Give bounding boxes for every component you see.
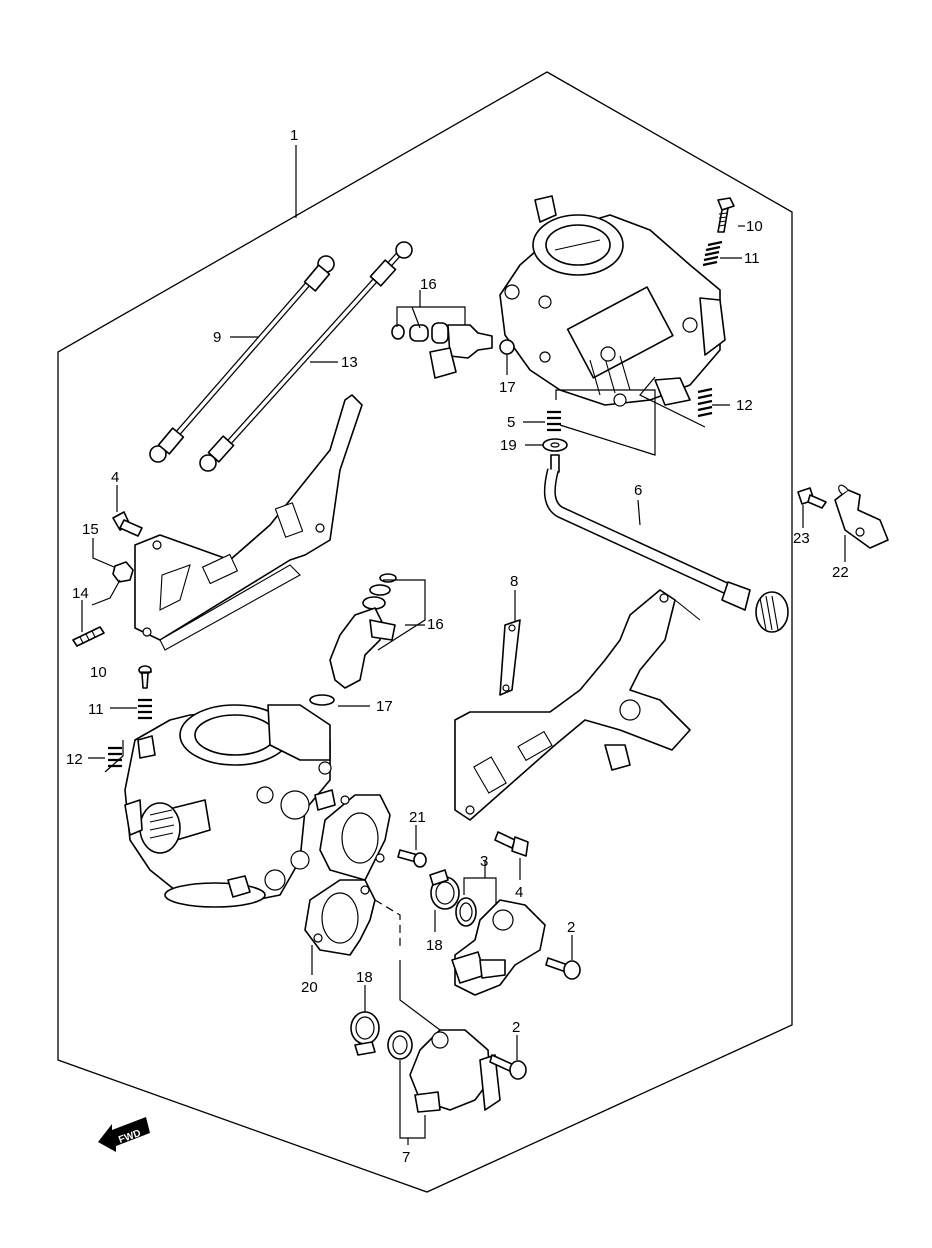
throttle-body-upper <box>499 195 726 407</box>
callout-2: 2 <box>567 919 575 936</box>
o-ring-17-upper <box>499 339 515 355</box>
sensor-lower <box>409 1029 501 1113</box>
callout-22: 22 <box>832 564 849 581</box>
gasket-20 <box>304 879 376 956</box>
clamp-18-lower <box>350 1011 380 1056</box>
bolt-2-upper <box>545 957 581 980</box>
callout-labels: 1 10 11 16 9 13 17 12 5 19 6 4 15 14 23 … <box>66 127 849 1166</box>
injector-16-lower <box>329 573 397 689</box>
callout-10-lower: 10 <box>90 664 107 681</box>
callout-6: 6 <box>634 482 642 499</box>
callout-19: 19 <box>500 437 517 454</box>
bolt-21 <box>397 849 427 868</box>
hose-6 <box>543 454 789 633</box>
injector-16-upper <box>391 322 493 379</box>
callout-21: 21 <box>409 809 426 826</box>
callout-8: 8 <box>510 573 518 590</box>
bracket-left <box>134 394 363 651</box>
callout-3: 3 <box>480 853 488 870</box>
o-ring-17-lower <box>309 694 335 706</box>
callout-11: 11 <box>744 250 760 267</box>
callout-18-lower: 18 <box>356 969 373 986</box>
callout-1: 1 <box>290 127 298 144</box>
fwd-arrow: FWD <box>98 1117 150 1152</box>
strap-8 <box>499 619 521 696</box>
callout-10: 10 <box>746 218 763 235</box>
throttle-body-lower <box>124 704 336 908</box>
bracket-22 <box>834 484 889 549</box>
callout-4: 4 <box>111 469 119 486</box>
callout-12-lower: 12 <box>66 751 83 768</box>
callout-14: 14 <box>72 585 89 602</box>
bolt-4-upper <box>112 511 143 537</box>
sensor-upper <box>451 899 546 996</box>
callout-16: 16 <box>420 276 437 293</box>
stud-14 <box>72 626 105 647</box>
nut-15 <box>112 561 134 583</box>
callout-5: 5 <box>507 414 515 431</box>
assembly-outline <box>57 71 793 1193</box>
callout-18: 18 <box>426 937 443 954</box>
screw-10-upper <box>717 197 735 233</box>
leader-lines <box>81 145 846 1145</box>
callout-4-lower: 4 <box>515 884 523 901</box>
bolt-23 <box>797 487 827 509</box>
gasket-20-plate <box>319 794 391 881</box>
callout-17: 17 <box>499 379 516 396</box>
callout-23: 23 <box>793 530 810 547</box>
bracket-right <box>454 589 701 821</box>
spring-11-lower <box>138 698 152 720</box>
callout-12: 12 <box>736 397 753 414</box>
bolt-4-lower <box>494 831 529 857</box>
callout-11-lower: 11 <box>88 701 104 718</box>
callout-13: 13 <box>341 354 358 371</box>
spring-12-upper <box>697 387 713 418</box>
spring-11-upper <box>702 240 723 267</box>
callout-7: 7 <box>402 1149 410 1166</box>
clamp-18-upper <box>429 869 460 910</box>
callout-20: 20 <box>301 979 318 996</box>
callout-16-lower: 16 <box>427 616 444 633</box>
callout-17-lower: 17 <box>376 698 393 715</box>
spring-12-lower <box>108 746 122 768</box>
screw-10-lower <box>138 665 152 689</box>
callout-2-lower: 2 <box>512 1019 520 1036</box>
bolt-2-lower <box>489 1054 527 1080</box>
callout-9: 9 <box>213 329 221 346</box>
spring-5 <box>547 410 561 432</box>
rod-13 <box>199 241 413 472</box>
rod-9 <box>149 255 335 463</box>
callout-15: 15 <box>82 521 99 538</box>
